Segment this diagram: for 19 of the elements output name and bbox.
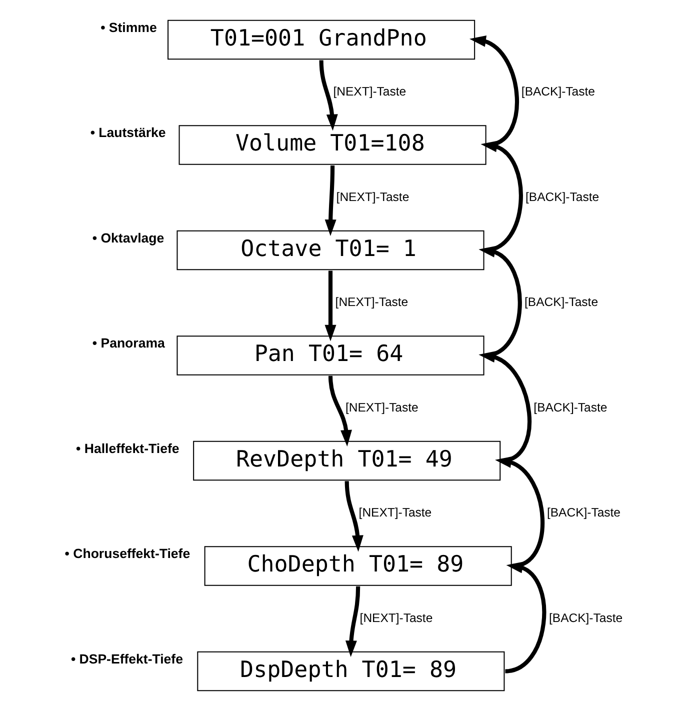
node-label: • Halleffekt-Tiefe xyxy=(76,440,179,456)
node-label: • Stimme xyxy=(100,20,156,35)
edge-label: [BACK]-Taste xyxy=(548,610,622,625)
edge-label: [NEXT]-Taste xyxy=(344,400,418,414)
edge-label: [BACK]-Taste xyxy=(520,84,594,99)
edge-label: [NEXT]-Taste xyxy=(334,295,408,310)
edge-label: [BACK]-Taste xyxy=(524,295,598,310)
edge-label: [NEXT]-Taste xyxy=(332,84,406,99)
node-label: • Panorama xyxy=(92,336,164,351)
edge-label: [BACK]-Taste xyxy=(533,400,607,414)
edge-label: [NEXT]-Taste xyxy=(359,610,432,625)
edge-label: [NEXT]-Taste xyxy=(336,190,409,204)
node-label: • DSP-Effekt-Tiefe xyxy=(70,651,182,666)
node-label: • Choruseffekt-Tiefe xyxy=(64,546,190,562)
edge-label: [BACK]-Taste xyxy=(525,190,599,204)
edge-label: [BACK]-Taste xyxy=(546,506,620,520)
node-label: • Lautstärke xyxy=(90,125,166,140)
edge-label: [NEXT]-Taste xyxy=(358,506,432,520)
node-label: • Oktavlage xyxy=(92,230,164,246)
